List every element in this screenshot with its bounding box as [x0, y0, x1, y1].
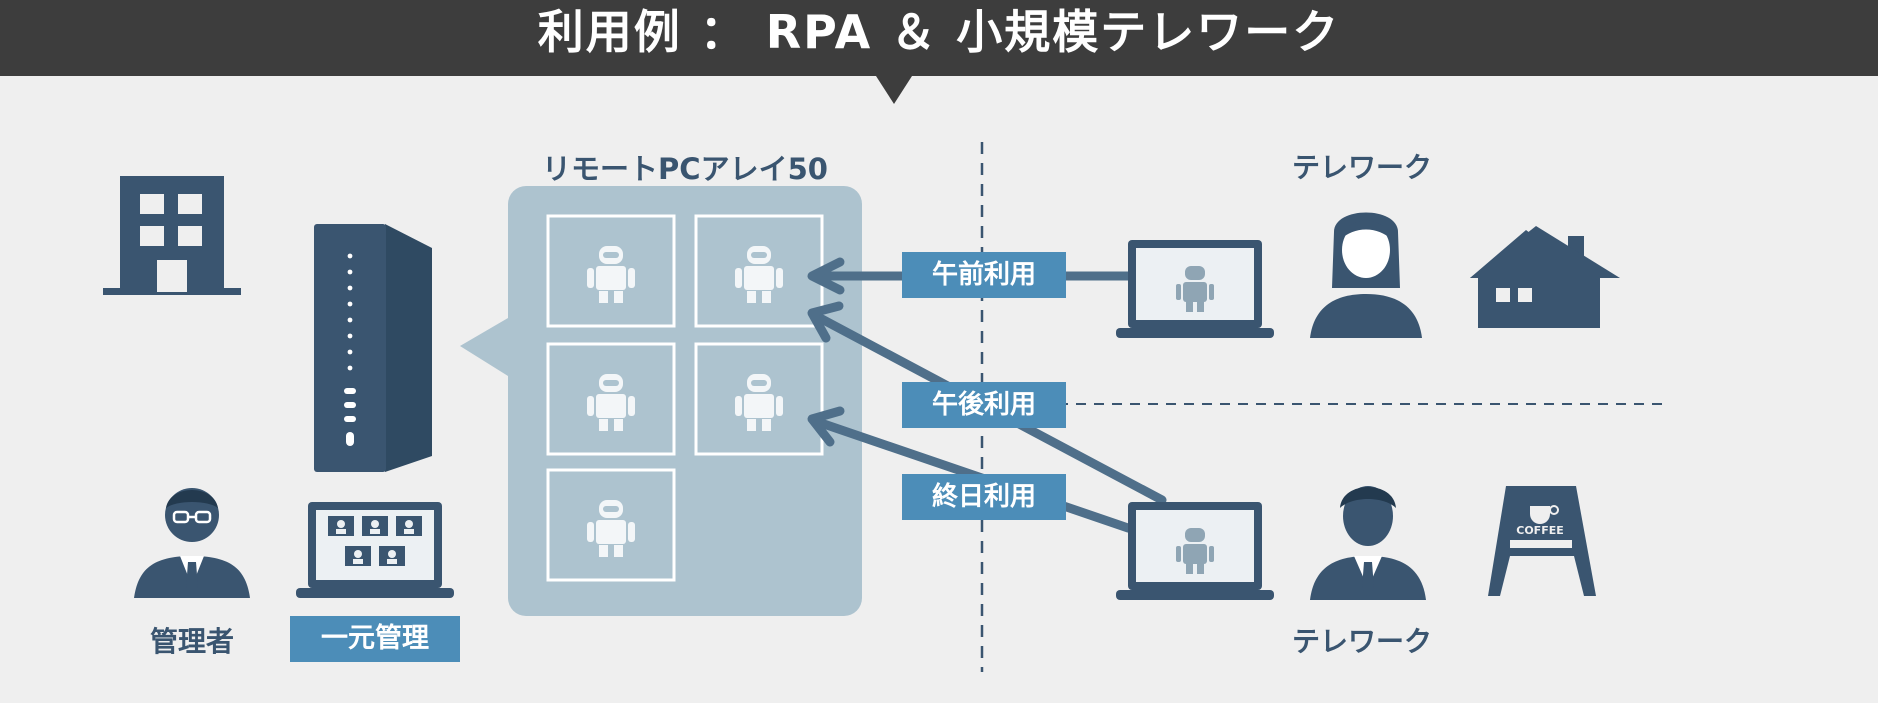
admin-person-icon [134, 488, 250, 598]
telework-top-label: テレワーク [1291, 151, 1432, 184]
pc-array-cells [546, 214, 824, 582]
coffee-sign-text: COFFEE [1516, 524, 1563, 537]
pc-array-label: リモートPCアレイ50 [542, 152, 828, 186]
man-person-icon [1310, 486, 1426, 600]
telework-bottom-label: テレワーク [1291, 625, 1432, 658]
header-bar [0, 0, 1878, 76]
pc-array-cell [546, 342, 676, 456]
admin-label: 管理者 [149, 625, 234, 658]
office-building-icon [103, 176, 241, 295]
admin-laptop-icon [296, 502, 454, 598]
pc-array-cell [694, 342, 824, 456]
page-title: 利用例 ： RPA ＆ 小規模テレワーク [537, 5, 1341, 59]
server-lights [344, 253, 356, 446]
pc-array-cell [546, 468, 676, 582]
allday-usage-tag: 終日利用 [902, 474, 1066, 520]
central-management-button[interactable]: 一元管理 [290, 616, 460, 662]
afternoon-usage-tag: 午後利用 [902, 382, 1066, 428]
coffee-sign-icon: COFFEE [1488, 486, 1596, 596]
morning-usage-tag: 午前利用 [902, 252, 1066, 298]
pc-array-cell [546, 214, 676, 328]
header-pointer [876, 76, 912, 104]
house-icon [1470, 226, 1620, 328]
laptop-allday-icon [1116, 502, 1274, 600]
woman-person-icon [1310, 212, 1422, 338]
laptop-morning-icon [1116, 240, 1274, 338]
server-icon [314, 224, 432, 472]
pc-array-cell [694, 214, 824, 328]
